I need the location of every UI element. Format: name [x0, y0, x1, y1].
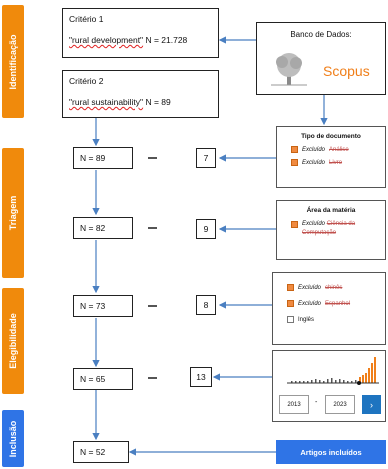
- option-label: Análise: [329, 146, 349, 153]
- step-1-count: N = 89: [73, 147, 133, 169]
- language-option-espanhol[interactable]: Excluído Espanhol: [287, 300, 385, 307]
- doc-type-option-livro[interactable]: Excluído Livro: [291, 159, 385, 166]
- minus-sign-1: [148, 157, 157, 159]
- language-option-ingles[interactable]: Inglês: [287, 316, 385, 323]
- subject-option-computacao[interactable]: Excluído Ciência da Computação: [291, 220, 385, 238]
- option-label: Ciência da Computação: [302, 221, 356, 236]
- excluded-count-2: 9: [196, 219, 216, 239]
- year-histogram: [287, 357, 379, 385]
- step-3-count: N = 73: [73, 295, 133, 317]
- excluded-prefix: Excluído: [302, 159, 326, 166]
- step-4-count: N = 65: [73, 368, 133, 390]
- option-label: Espanhol: [325, 300, 351, 307]
- year-to-input[interactable]: 2023: [325, 395, 355, 414]
- criterion-1-count: N = 21.728: [145, 35, 188, 45]
- checkbox-checked-icon[interactable]: [287, 284, 294, 291]
- excluded-count-1: 7: [196, 148, 216, 168]
- criterion-2-count: N = 89: [145, 97, 171, 107]
- option-label: Inglês: [298, 316, 315, 323]
- excluded-prefix: Excluído: [298, 300, 322, 307]
- step-5-count: N = 52: [73, 441, 129, 463]
- excluded-count-4: 13: [190, 367, 212, 387]
- criterion-2-query: "rural sustainability": [69, 97, 144, 107]
- option-label: chinês: [325, 284, 343, 291]
- checkbox-checked-icon[interactable]: [291, 146, 298, 153]
- database-box: Banco de Dados: Scopus: [256, 22, 386, 95]
- language-filter-panel: Excluído chinês Excluído Espanhol Inglês: [272, 272, 386, 345]
- stage-elegibilidade: Elegibilidade: [2, 288, 24, 394]
- apply-year-button[interactable]: ›: [362, 395, 381, 414]
- excluded-prefix: Excluído: [302, 146, 326, 153]
- checkbox-unchecked-icon[interactable]: [287, 316, 294, 323]
- excluded-count-3: 8: [196, 295, 216, 315]
- doc-type-title: Tipo de documento: [301, 133, 361, 140]
- excluded-prefix: Excluído: [302, 221, 326, 227]
- criterion-2-title: Critério 2: [69, 76, 104, 86]
- subject-filter-panel: Área da matéria Excluído Ciência da Comp…: [276, 200, 386, 260]
- minus-sign-2: [148, 227, 157, 229]
- stage-identificacao: Identificação: [2, 5, 24, 118]
- option-label: Livro: [329, 159, 343, 166]
- stage-inclusao: Inclusão: [2, 410, 24, 467]
- checkbox-checked-icon[interactable]: [291, 159, 298, 166]
- doc-type-filter-panel: Tipo de documento Excluído Análise Exclu…: [276, 126, 386, 188]
- included-articles-box: Artigos incluídos: [276, 440, 386, 464]
- year-from-input[interactable]: 2013: [279, 395, 309, 414]
- minus-sign-3: [148, 305, 157, 307]
- elsevier-tree-logo: [271, 53, 307, 86]
- criterion-1-title: Critério 1: [69, 14, 104, 24]
- criterion-1-box: Critério 1 "rural development" N = 21.72…: [62, 8, 219, 58]
- scopus-logo: Scopus: [323, 63, 370, 79]
- year-filter-panel: 2013 - 2023 ›: [272, 350, 386, 422]
- minus-sign-4: [148, 377, 157, 379]
- criterion-2-box: Critério 2 "rural sustainability" N = 89: [62, 70, 219, 118]
- database-title: Banco de Dados:: [290, 30, 352, 39]
- checkbox-checked-icon[interactable]: [291, 221, 298, 228]
- subject-title: Área da matéria: [306, 207, 356, 214]
- criterion-1-query: "rural development": [69, 35, 144, 45]
- checkbox-checked-icon[interactable]: [287, 300, 294, 307]
- step-2-count: N = 82: [73, 217, 133, 239]
- stage-triagem: Triagem: [2, 148, 24, 278]
- language-option-chines[interactable]: Excluído chinês: [287, 284, 385, 291]
- doc-type-option-analise[interactable]: Excluído Análise: [291, 146, 385, 153]
- excluded-prefix: Excluído: [298, 284, 322, 291]
- year-range-separator: -: [315, 399, 318, 406]
